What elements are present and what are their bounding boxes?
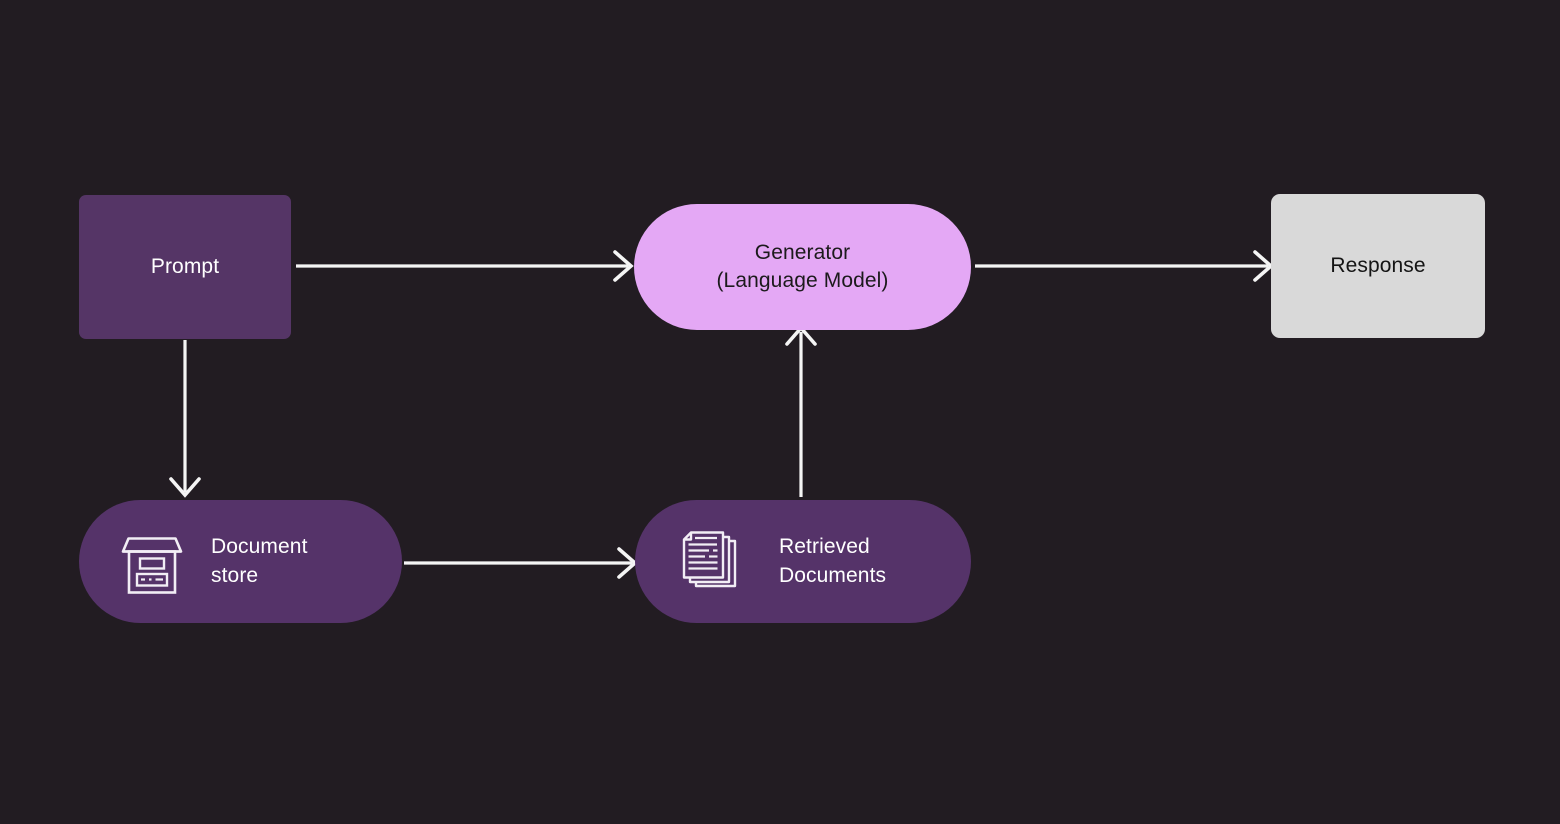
connector-document-store-to-retrieved-documents: [404, 547, 638, 579]
node-response-label: Response: [1330, 253, 1426, 277]
stacked-documents-icon: [682, 530, 737, 587]
node-document-store-label: Document store: [211, 535, 308, 587]
connector-prompt-to-document-store: [169, 340, 201, 498]
connector-prompt-to-generator: [296, 250, 634, 282]
node-document-store[interactable]: Document store: [79, 500, 402, 623]
node-generator-label: Generator (Language Model): [716, 240, 889, 292]
node-retrieved-documents-label: Retrieved Documents: [779, 535, 887, 587]
node-prompt-label: Prompt: [150, 254, 220, 278]
connector-generator-to-response: [975, 250, 1274, 282]
node-generator[interactable]: Generator (Language Model): [634, 204, 971, 330]
archive-box-icon: [121, 536, 183, 594]
connector-retrieved-documents-to-generator: [785, 325, 817, 497]
node-retrieved-documents[interactable]: Retrieved Documents: [635, 500, 971, 623]
node-response[interactable]: Response: [1271, 194, 1485, 338]
node-prompt[interactable]: Prompt: [79, 195, 291, 339]
